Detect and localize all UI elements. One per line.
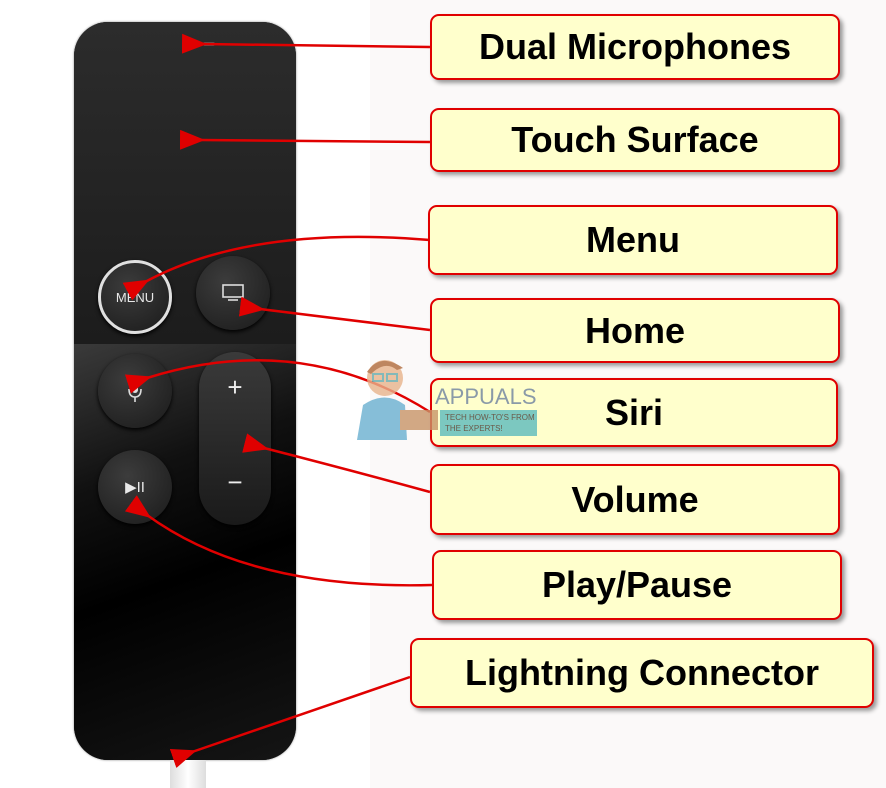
volume-up-icon: + — [227, 372, 243, 402]
home-button — [196, 256, 270, 330]
arrow-siri — [124, 359, 431, 414]
label-dual-microphones: Dual Microphones — [430, 14, 840, 80]
arrow-lightning-connector — [169, 675, 411, 768]
arrow-volume — [242, 433, 431, 494]
apple-tv-remote: MENU ▶II + − — [74, 22, 296, 760]
appuals-watermark: APPUALS TECH HOW-TO'S FROM THE EXPERTS! — [345, 350, 545, 440]
arrow-play-pause — [124, 495, 433, 587]
appuals-logo: APPUALS — [435, 384, 537, 409]
arrow-menu — [122, 235, 431, 301]
label-touch-surface: Touch Surface — [430, 108, 840, 172]
label-play-pause: Play/Pause — [432, 550, 842, 620]
label-home: Home — [430, 298, 840, 363]
label-menu: Menu — [428, 205, 838, 275]
volume-down-icon: − — [227, 467, 243, 497]
appuals-tagline: TECH HOW-TO'S FROM THE EXPERTS! — [440, 410, 537, 436]
appuals-mascot — [357, 360, 438, 440]
tv-icon — [222, 284, 244, 301]
arrow-touch-surface — [179, 129, 431, 150]
arrow-home — [238, 296, 431, 332]
label-lightning-connector: Lightning Connector — [410, 638, 874, 708]
play-pause-icon: ▶II — [125, 479, 145, 496]
arrow-dual-microphones — [181, 33, 431, 54]
label-volume: Volume — [430, 464, 840, 535]
